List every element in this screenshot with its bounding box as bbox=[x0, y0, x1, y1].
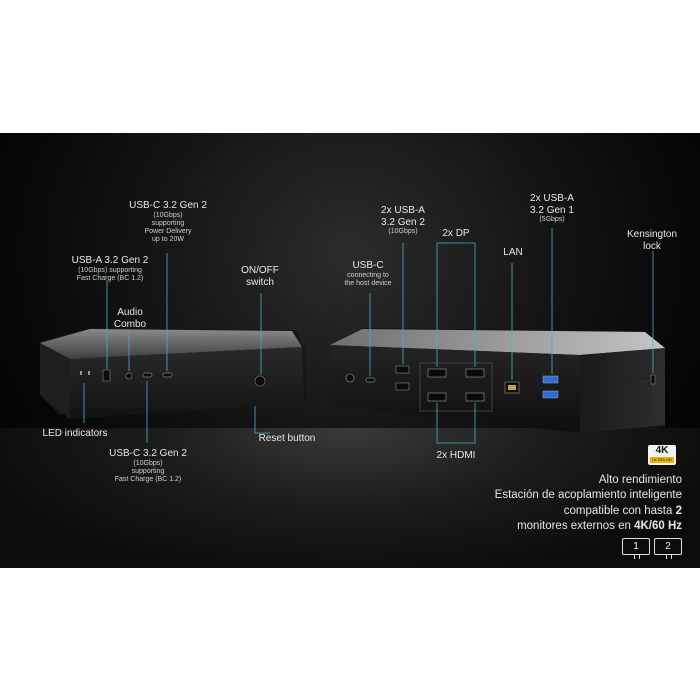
4k-badge-sub: ULTRA HD bbox=[650, 457, 674, 463]
label-usbc-host-line1: connecting to bbox=[347, 271, 389, 279]
label-usbc-pd: USB-C 3.2 Gen 2 (10Gbps) supporting Powe… bbox=[128, 200, 208, 244]
label-onoff-switch: ON/OFF switch bbox=[230, 265, 290, 288]
promo-line-1: Alto rendimiento bbox=[598, 474, 682, 486]
right-dock bbox=[330, 228, 665, 444]
label-audio-combo: Audio Combo bbox=[100, 307, 160, 330]
label-reset-title: Reset button bbox=[258, 433, 316, 444]
label-usbc-fc-line3: Fast Charge (BC 1.2) bbox=[114, 475, 182, 483]
label-usba-front: USB-A 3.2 Gen 2 (10Gbps) supporting Fast… bbox=[70, 255, 150, 283]
label-usbc-fc-line1: (10Gbps) bbox=[133, 459, 163, 467]
monitor-icon-1: 1 bbox=[622, 538, 650, 559]
label-kensington-lock: Kensington lock bbox=[620, 229, 684, 252]
label-usbc-pd-line2: supporting bbox=[151, 219, 185, 227]
label-usbc-pd-title: USB-C 3.2 Gen 2 bbox=[129, 200, 207, 211]
label-reset-button: Reset button bbox=[257, 433, 317, 445]
docking-station-illustration bbox=[40, 228, 665, 444]
label-audio-title2: Combo bbox=[113, 318, 147, 330]
label-lan-title: LAN bbox=[503, 247, 523, 258]
label-usbc-fc-title: USB-C 3.2 Gen 2 bbox=[109, 448, 187, 459]
label-onoff-title2: switch bbox=[246, 276, 274, 288]
label-led-title: LED indicators bbox=[42, 428, 108, 439]
label-onoff-title: ON/OFF bbox=[241, 265, 279, 276]
label-usbc-host-line2: the host device bbox=[344, 279, 392, 287]
label-usba-gen1-line1: (5Gbps) bbox=[539, 216, 565, 223]
promo-line-3-text: compatible con hasta bbox=[563, 505, 676, 517]
label-usba-gen1-title: 2x USB-A bbox=[530, 193, 574, 204]
label-usbc-pd-line4: up to 20W bbox=[152, 235, 184, 243]
4k-badge-main: 4K bbox=[655, 445, 669, 456]
label-usba-gen2-title: 2x USB-A bbox=[381, 205, 425, 216]
promo-line-3: compatible con hasta 2 bbox=[564, 505, 682, 519]
product-stage bbox=[0, 133, 700, 568]
label-hdmi-title: 2x HDMI bbox=[436, 450, 476, 461]
promo-line-3-bold: 2 bbox=[675, 505, 682, 517]
label-usbc-pd-line1: (10Gbps) bbox=[153, 211, 183, 219]
floor-reflection bbox=[0, 428, 700, 568]
label-lan: LAN bbox=[498, 247, 528, 259]
promo-line-4-text: monitores externos en bbox=[517, 520, 635, 532]
label-usbc-host-title: USB-C bbox=[352, 260, 384, 271]
promo-line-4: monitores externos en 4K/60 Hz bbox=[517, 520, 682, 534]
label-usba-gen2-line1: (10Gbps) bbox=[388, 228, 418, 235]
label-2x-dp: 2x DP bbox=[436, 228, 476, 240]
monitor-icon-2: 2 bbox=[654, 538, 682, 559]
label-usba-2x-gen1: 2x USB-A 3.2 Gen 1 (5Gbps) bbox=[522, 193, 582, 224]
left-dock bbox=[40, 253, 306, 443]
label-dp-title: 2x DP bbox=[442, 228, 470, 239]
label-usbc-host: USB-C connecting to the host device bbox=[338, 260, 398, 288]
label-usbc-fc-line2: supporting bbox=[131, 467, 165, 475]
label-usba-front-title: USB-A 3.2 Gen 2 bbox=[71, 255, 149, 266]
label-usba-gen1-title2: 3.2 Gen 1 bbox=[530, 204, 574, 216]
label-audio-title: Audio bbox=[117, 307, 143, 318]
label-usba-front-line2: Fast Charge (BC 1.2) bbox=[76, 274, 144, 282]
label-usba-gen2-title2: 3.2 Gen 2 bbox=[381, 216, 425, 228]
4k-badge: 4K ULTRA HD bbox=[648, 445, 676, 465]
label-kensington-title: Kensington bbox=[626, 229, 678, 240]
label-usba-2x-gen2: 2x USB-A 3.2 Gen 2 (10Gbps) bbox=[373, 205, 433, 236]
label-led-indicators: LED indicators bbox=[35, 428, 115, 440]
promo-line-2: Estación de acoplamiento inteligente bbox=[494, 489, 682, 501]
label-usbc-pd-line3: Power Delivery bbox=[144, 227, 192, 235]
label-usbc-fastcharge: USB-C 3.2 Gen 2 (10Gbps) supporting Fast… bbox=[108, 448, 188, 484]
promo-line-4-bold: 4K/60 Hz bbox=[634, 520, 682, 532]
label-usba-front-line1: (10Gbps) supporting bbox=[78, 266, 142, 274]
label-kensington-title2: lock bbox=[643, 240, 661, 252]
label-2x-hdmi: 2x HDMI bbox=[428, 450, 484, 462]
